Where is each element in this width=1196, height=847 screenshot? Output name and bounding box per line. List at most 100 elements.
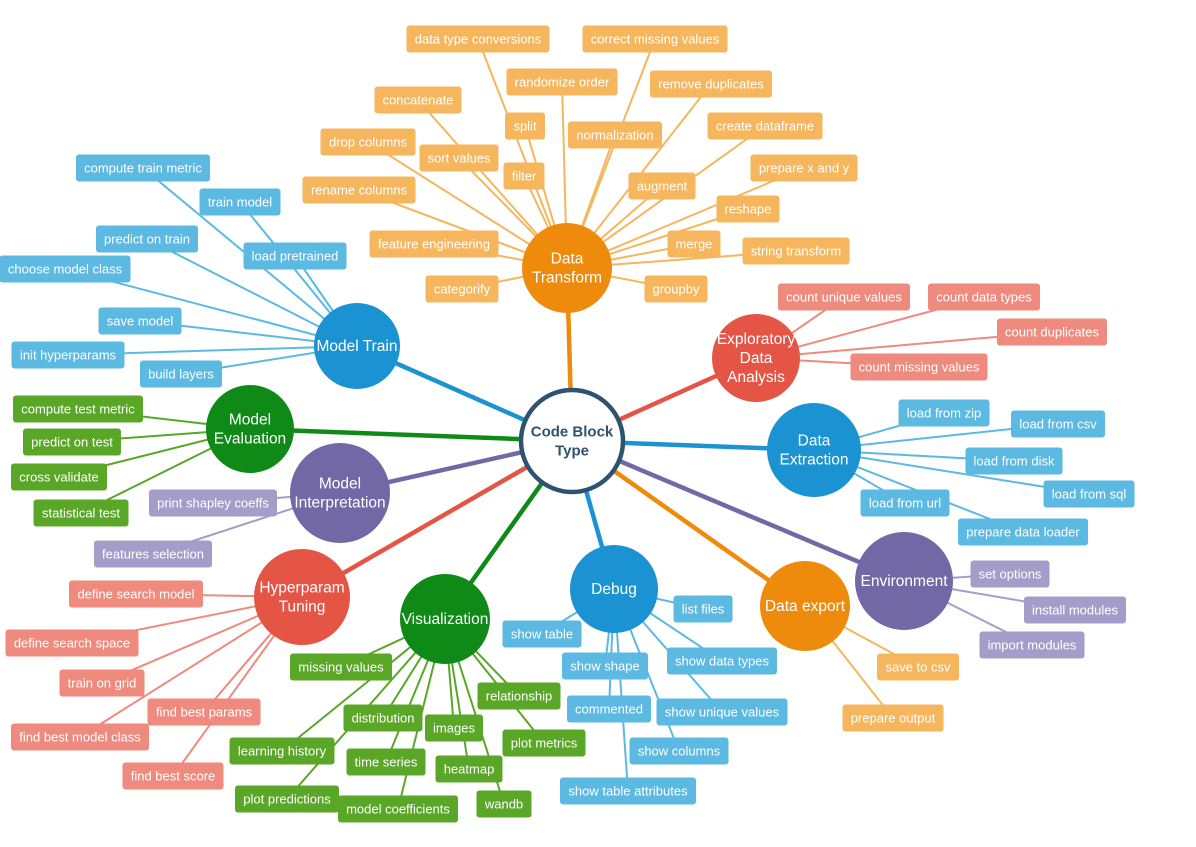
category-debug: Debug: [570, 545, 658, 633]
leaf-label: commented: [575, 702, 643, 717]
leaf-node-count-duplicates: count duplicates: [997, 318, 1107, 346]
leaf-label: count duplicates: [1005, 325, 1099, 340]
leaf-label: load from csv: [1019, 417, 1097, 432]
leaf-label: show data types: [675, 654, 769, 669]
leaf-label: time series: [355, 755, 418, 770]
leaf-node-install-modules: install modules: [1024, 596, 1126, 624]
leaf-label: install modules: [1032, 603, 1118, 618]
leaf-label: randomize order: [515, 75, 610, 90]
leaf-label: save to csv: [885, 660, 951, 675]
leaf-node-distribution: distribution: [343, 704, 423, 732]
leaf-node-import-modules: import modules: [979, 631, 1085, 659]
leaf-node-define-search-model: define search model: [69, 580, 203, 608]
leaf-node-cross-validate: cross validate: [11, 463, 107, 491]
leaf-label: relationship: [486, 689, 553, 704]
category-label: Visualization: [402, 611, 489, 628]
leaf-node-filter: filter: [503, 162, 545, 190]
leaf-node-augment: augment: [628, 172, 696, 200]
leaf-label: create dataframe: [716, 119, 814, 134]
leaf-node-plot-predictions: plot predictions: [235, 785, 339, 813]
leaf-node-prepare-output: prepare output: [842, 704, 944, 732]
leaf-label: groupby: [653, 282, 700, 297]
leaf-label: merge: [676, 237, 713, 252]
leaf-node-show-table: show table: [502, 620, 582, 648]
leaf-label: show table attributes: [568, 784, 688, 799]
leaf-label: split: [513, 119, 537, 134]
leaf-node-merge: merge: [667, 230, 721, 258]
leaf-label: show unique values: [665, 705, 780, 720]
leaf-label: sort values: [428, 151, 491, 166]
category-model-train: Model Train: [314, 303, 400, 389]
leaf-label: wandb: [484, 797, 523, 812]
leaf-node-missing-values: missing values: [290, 653, 392, 681]
leaf-node-prepare-x-and-y: prepare x and y: [750, 154, 858, 182]
leaf-label: plot predictions: [243, 792, 331, 807]
leaf-label: show columns: [638, 744, 721, 759]
leaf-node-randomize-order: randomize order: [506, 68, 618, 96]
leaf-label: compute train metric: [84, 161, 202, 176]
leaf-node-relationship: relationship: [477, 682, 561, 710]
leaf-label: define search model: [77, 587, 194, 602]
leaf-node-show-data-types: show data types: [667, 647, 777, 675]
leaf-node-choose-model-class: choose model class: [0, 255, 131, 283]
leaf-node-load-from-sql: load from sql: [1043, 480, 1135, 508]
leaf-node-set-options: set options: [970, 560, 1050, 588]
leaf-node-compute-train-metric: compute train metric: [76, 154, 210, 182]
leaf-label: count data types: [936, 290, 1032, 305]
leaf-node-model-coefficients: model coefficients: [338, 795, 458, 823]
leaf-node-correct-missing-values: correct missing values: [582, 25, 728, 53]
leaf-label: train model: [208, 195, 272, 210]
leaf-node-reshape: reshape: [716, 195, 780, 223]
leaf-node-commented: commented: [567, 695, 651, 723]
leaf-node-load-pretrained: load pretrained: [243, 242, 347, 270]
leaf-label: choose model class: [8, 262, 123, 277]
leaf-node-build-layers: build layers: [140, 360, 222, 388]
leaf-label: cross validate: [19, 470, 98, 485]
leaf-label: find best model class: [19, 730, 141, 745]
leaf-label: load from disk: [974, 454, 1055, 469]
leaf-label: count missing values: [859, 360, 980, 375]
leaf-label: find best score: [131, 769, 216, 784]
leaf-label: reshape: [725, 202, 772, 217]
category-visualization: Visualization: [400, 574, 490, 664]
leaf-node-load-from-zip: load from zip: [898, 399, 990, 427]
environment-connector: [571, 438, 905, 584]
leaf-node-split: split: [505, 112, 545, 140]
leaf-node-find-best-params: find best params: [147, 698, 261, 726]
leaf-label: train on grid: [68, 676, 137, 691]
leaf-label: missing values: [298, 660, 384, 675]
leaf-node-init-hyperparams: init hyperparams: [11, 341, 125, 369]
leaf-node-normalization: normalization: [568, 121, 662, 149]
leaf-label: compute test metric: [21, 402, 135, 417]
leaf-label: categorify: [434, 282, 491, 297]
leaf-node-show-shape: show shape: [562, 652, 648, 680]
leaf-label: drop columns: [329, 135, 408, 150]
leaf-label: predict on train: [104, 232, 190, 247]
leaf-label: build layers: [148, 367, 214, 382]
leaf-node-predict-on-test: predict on test: [23, 428, 121, 456]
leaf-node-sort-values: sort values: [419, 144, 499, 172]
leaf-node-load-from-disk: load from disk: [965, 447, 1063, 475]
leaf-node-wandb: wandb: [476, 790, 532, 818]
category-data-export: Data export: [760, 561, 850, 651]
leaf-label: load from url: [869, 496, 941, 511]
leaf-node-prepare-data-loader: prepare data loader: [958, 518, 1088, 546]
leaf-label: prepare output: [851, 711, 936, 726]
leaf-node-features-selection: features selection: [94, 540, 212, 568]
leaf-label: prepare data loader: [966, 525, 1080, 540]
leaf-node-data-type-conversions: data type conversions: [406, 25, 550, 53]
model-evaluation-connector: [249, 426, 573, 444]
leaf-node-show-unique-values: show unique values: [656, 698, 788, 726]
leaf-node-count-data-types: count data types: [928, 283, 1040, 311]
leaf-label: distribution: [352, 711, 415, 726]
category-label: Debug: [591, 581, 637, 598]
